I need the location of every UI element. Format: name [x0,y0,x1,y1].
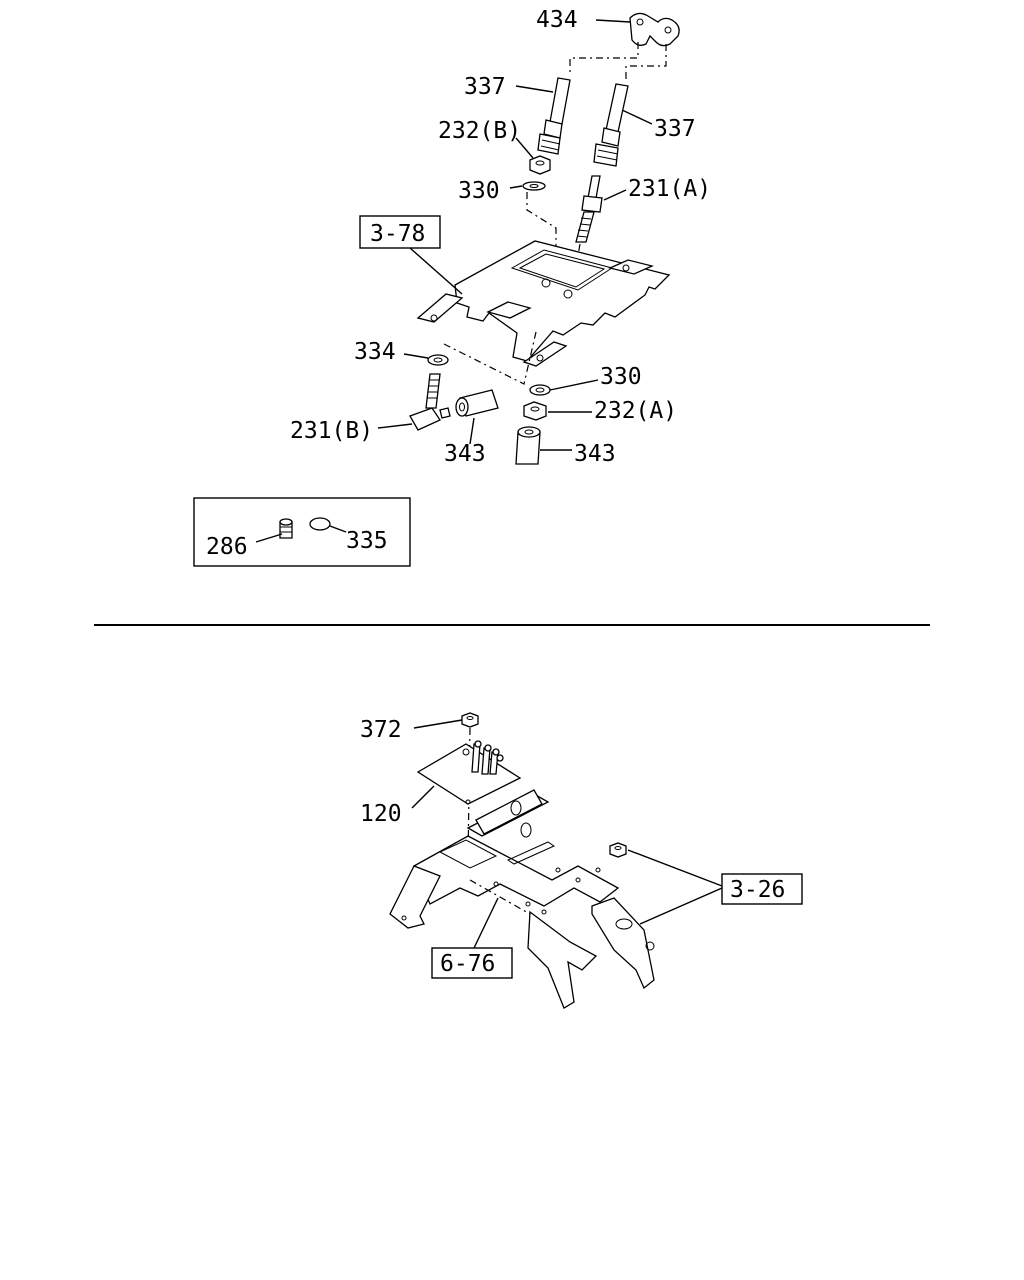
inset-box [193,497,411,567]
label-334: 334 [354,339,396,365]
label-120: 120 [360,801,402,827]
ref-3-26[interactable]: 3-26 [730,877,785,903]
leader-232b [515,137,534,159]
leader-330-lower [549,379,599,391]
nut-232b [529,155,551,175]
label-434: 434 [536,7,578,33]
spacer-343-right [515,426,541,465]
label-337-right: 337 [654,116,696,142]
leader-337-right [621,109,653,125]
cable-337-right [593,83,629,167]
clip-434 [629,12,680,47]
leader-334 [403,353,429,359]
label-337-left: 337 [464,74,506,100]
label-231b: 231(B) [290,418,373,444]
guide-clip-right [625,44,667,80]
ref-3-78[interactable]: 3-78 [370,221,425,247]
label-343-left: 343 [444,441,486,467]
o-ring-335 [309,517,331,531]
guide-frame [469,879,531,915]
washer-334 [427,354,449,366]
part-286 [279,518,293,539]
guide-clip-left [569,42,639,76]
label-343-right: 343 [574,441,616,467]
stud-231b [409,373,451,431]
bracket-plate [416,240,671,367]
label-232b: 232(B) [438,118,521,144]
label-330-upper: 330 [458,178,500,204]
nut-3-26 [609,842,627,858]
leader-343-left [469,417,475,445]
leader-434 [595,19,631,23]
leader-372 [413,719,463,729]
label-286: 286 [206,534,248,560]
label-232a: 232(A) [594,398,677,424]
nut-232a [523,401,547,421]
nut-372 [461,712,479,728]
spacer-343-left [455,389,499,417]
guide-under-plate [443,331,537,385]
label-231a: 231(A) [628,176,711,202]
leader-231b [377,423,413,429]
cable-337-left [537,77,571,155]
ref-box-3-78 [359,215,441,249]
label-372: 372 [360,717,402,743]
leader-337-left [515,85,554,93]
stud-231a [575,175,603,243]
washer-330-upper [522,181,546,191]
label-335: 335 [346,528,388,554]
ref-6-76[interactable]: 6-76 [440,951,495,977]
leader-3-78 [409,247,463,295]
leader-330-upper [509,185,523,189]
leader-6-76 [473,897,499,949]
leader-3-26-top [627,849,723,887]
leader-335 [329,525,347,533]
ref-box-6-76 [431,947,513,979]
ref-box-3-26 [721,873,803,905]
guide-330-upper [526,192,557,260]
leader-120 [411,785,435,809]
plate-120 [416,740,522,805]
label-330-lower: 330 [600,364,642,390]
mount-frame [389,789,655,1009]
leader-231a [603,189,627,201]
washer-330-lower [529,384,551,396]
leader-286 [255,533,283,543]
leader-3-26-bottom [639,887,723,925]
